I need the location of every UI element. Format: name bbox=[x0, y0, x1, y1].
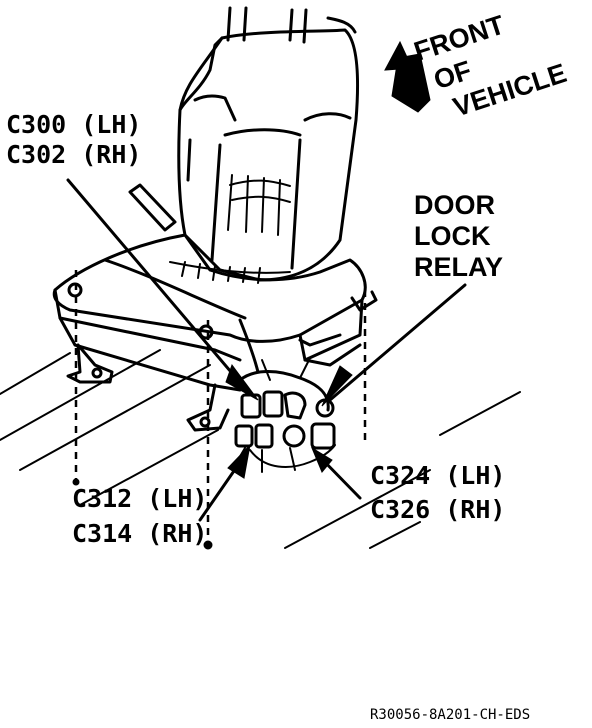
seat-back bbox=[177, 16, 359, 282]
seat-track bbox=[66, 290, 378, 432]
connector-lower-left-line-1: C312 (LH) bbox=[72, 484, 207, 513]
front-arrow bbox=[384, 40, 431, 113]
recliner-handle bbox=[128, 183, 177, 232]
figure-code: R30056-8A201-CH-EDS bbox=[370, 707, 530, 723]
floor-lines bbox=[0, 349, 521, 549]
connector-upper-line-2: C302 (RH) bbox=[6, 140, 141, 169]
connector-lower-left-line-2: C314 (RH) bbox=[72, 519, 207, 548]
door-lock-relay-line-2: LOCK bbox=[414, 221, 491, 251]
leader-arrows bbox=[66, 178, 467, 522]
mounting-lines bbox=[72, 270, 367, 550]
door-lock-relay-line-3: RELAY bbox=[414, 252, 503, 282]
connector-lower-right-line-1: C324 (LH) bbox=[370, 461, 505, 490]
front-of-vehicle-label: FRONT OF VEHICLE bbox=[410, 9, 570, 122]
connector-upper-line-1: C300 (LH) bbox=[6, 110, 141, 139]
headrest-posts bbox=[226, 6, 308, 44]
seat-cushion bbox=[52, 233, 367, 392]
door-lock-relay-line-1: DOOR bbox=[414, 190, 495, 220]
connector-lower-right-line-2: C326 (RH) bbox=[370, 495, 505, 524]
